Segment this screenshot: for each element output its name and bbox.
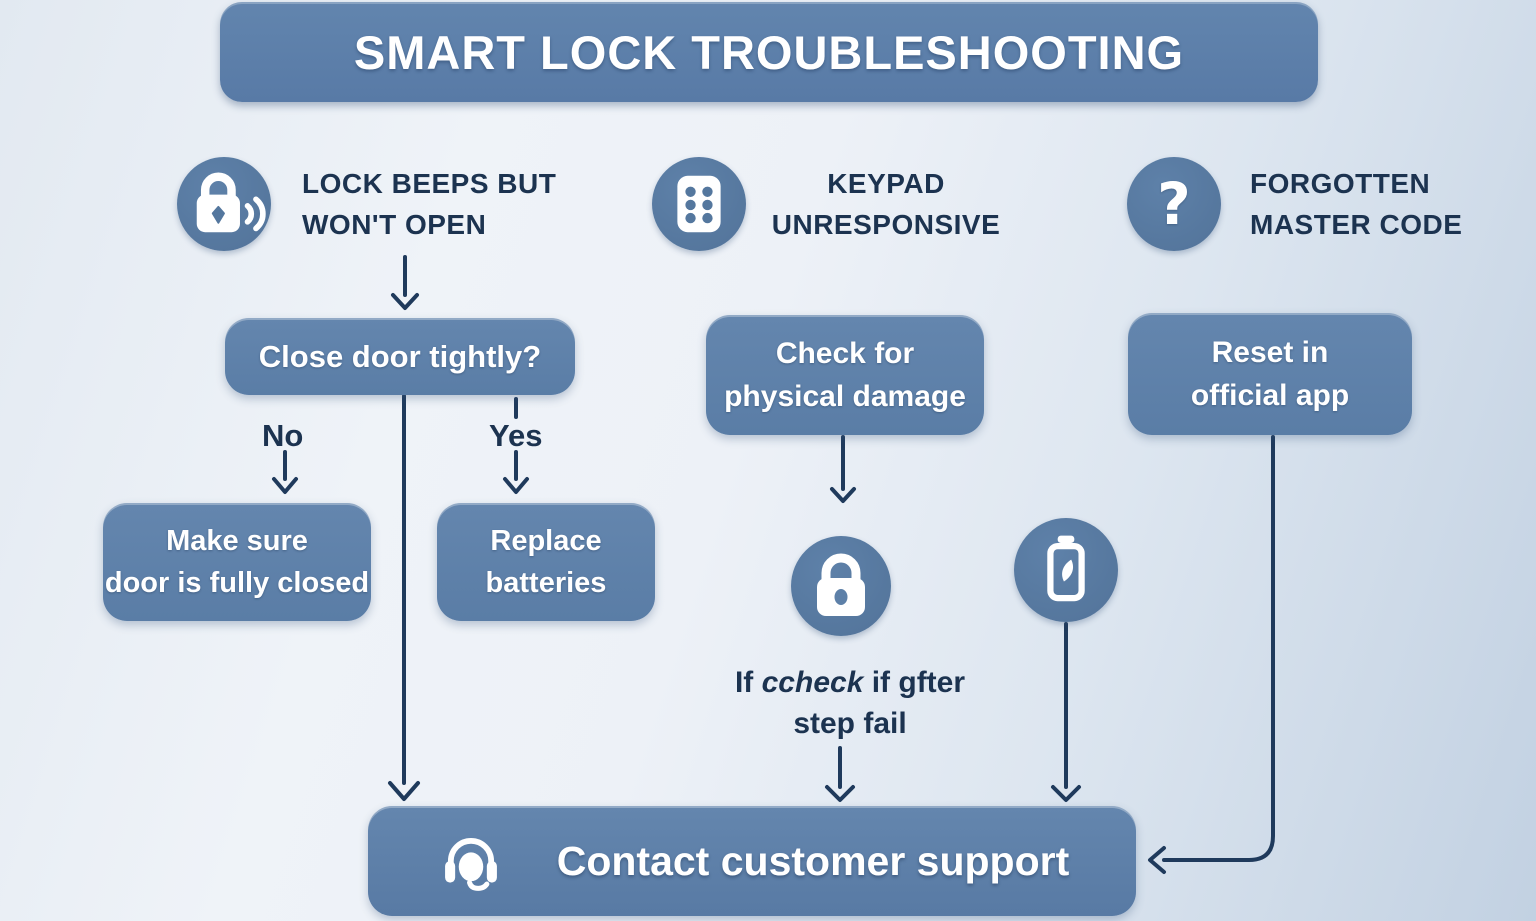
mid-caption-line1: If ccheck if gfter (710, 662, 990, 703)
header-keypad-line1: KEYPAD (827, 168, 945, 199)
node-reset-line1: Reset in (1211, 336, 1329, 369)
mid-caption: If ccheck if gfter step fail (710, 662, 990, 744)
branch-yes-label: Yes (489, 418, 543, 453)
question-icon: ? (1127, 157, 1221, 251)
keypad-icon (652, 157, 746, 251)
header-master-code-line1: FORGOTTEN (1250, 168, 1431, 199)
node-make-sure-line2: door is fully closed (104, 567, 370, 599)
connector-no-arrow (272, 450, 298, 494)
node-reset-line2: official app (1190, 379, 1350, 412)
question-icon-glyph: ? (1157, 170, 1191, 238)
mid-caption-italic: ccheck (761, 666, 864, 699)
node-check-damage: Check for physical damage (706, 315, 984, 435)
header-lock-beeps-line2: WON'T OPEN (302, 209, 487, 240)
mid-caption-pre: If (734, 666, 762, 699)
padlock-icon-glyph (817, 553, 865, 616)
title-banner: SMART LOCK TROUBLESHOOTING (220, 2, 1318, 102)
headset-icon (444, 838, 497, 891)
node-replace-batteries: Replace batteries (437, 503, 655, 621)
branch-no-label: No (262, 418, 304, 453)
header-keypad: KEYPAD UNRESPONSIVE (766, 163, 1006, 245)
battery-icon (1014, 518, 1118, 622)
header-lock-beeps: LOCK BEEPS BUT WON'T OPEN (302, 163, 556, 245)
node-check-damage-line2: physical damage (724, 380, 966, 413)
node-make-sure-line1: Make sure (166, 525, 308, 557)
connector-header1-to-closedoor (391, 255, 419, 310)
connector-damage-to-lock (830, 435, 856, 503)
lock-sound-icon-glyph (196, 172, 266, 233)
page-title: SMART LOCK TROUBLESHOOTING (353, 25, 1185, 79)
node-replace-line2: batteries (485, 567, 607, 599)
connector-reset-to-contact (1148, 435, 1275, 874)
keypad-icon-glyph (677, 175, 721, 233)
node-close-door-label: Close door tightly? (258, 338, 542, 374)
node-contact-support: Contact customer support (368, 806, 1136, 916)
connector-ifcheck-to-contact (825, 746, 855, 802)
node-contact-support-label: Contact customer support (556, 837, 1070, 884)
connector-closedoor-to-contact (388, 394, 420, 801)
padlock-icon (791, 536, 891, 636)
node-make-sure: Make sure door is fully closed (103, 503, 371, 621)
node-reset-app: Reset in official app (1128, 313, 1412, 435)
node-replace-line1: Replace (490, 525, 602, 557)
connector-yes-arrow (503, 450, 529, 494)
connector-battery-to-contact (1051, 622, 1081, 802)
node-check-damage-line1: Check for (775, 337, 915, 370)
lock-sound-icon (177, 157, 271, 251)
mid-caption-line2: step fail (793, 707, 907, 740)
mid-caption-post: if gfter (863, 666, 966, 699)
node-close-door: Close door tightly? (225, 318, 575, 395)
header-lock-beeps-line1: LOCK BEEPS BUT (302, 168, 557, 199)
battery-icon-glyph (1047, 535, 1085, 602)
header-master-code-line2: MASTER CODE (1250, 209, 1463, 240)
header-master-code: FORGOTTEN MASTER CODE (1250, 163, 1462, 245)
header-keypad-line2: UNRESPONSIVE (771, 209, 1001, 240)
